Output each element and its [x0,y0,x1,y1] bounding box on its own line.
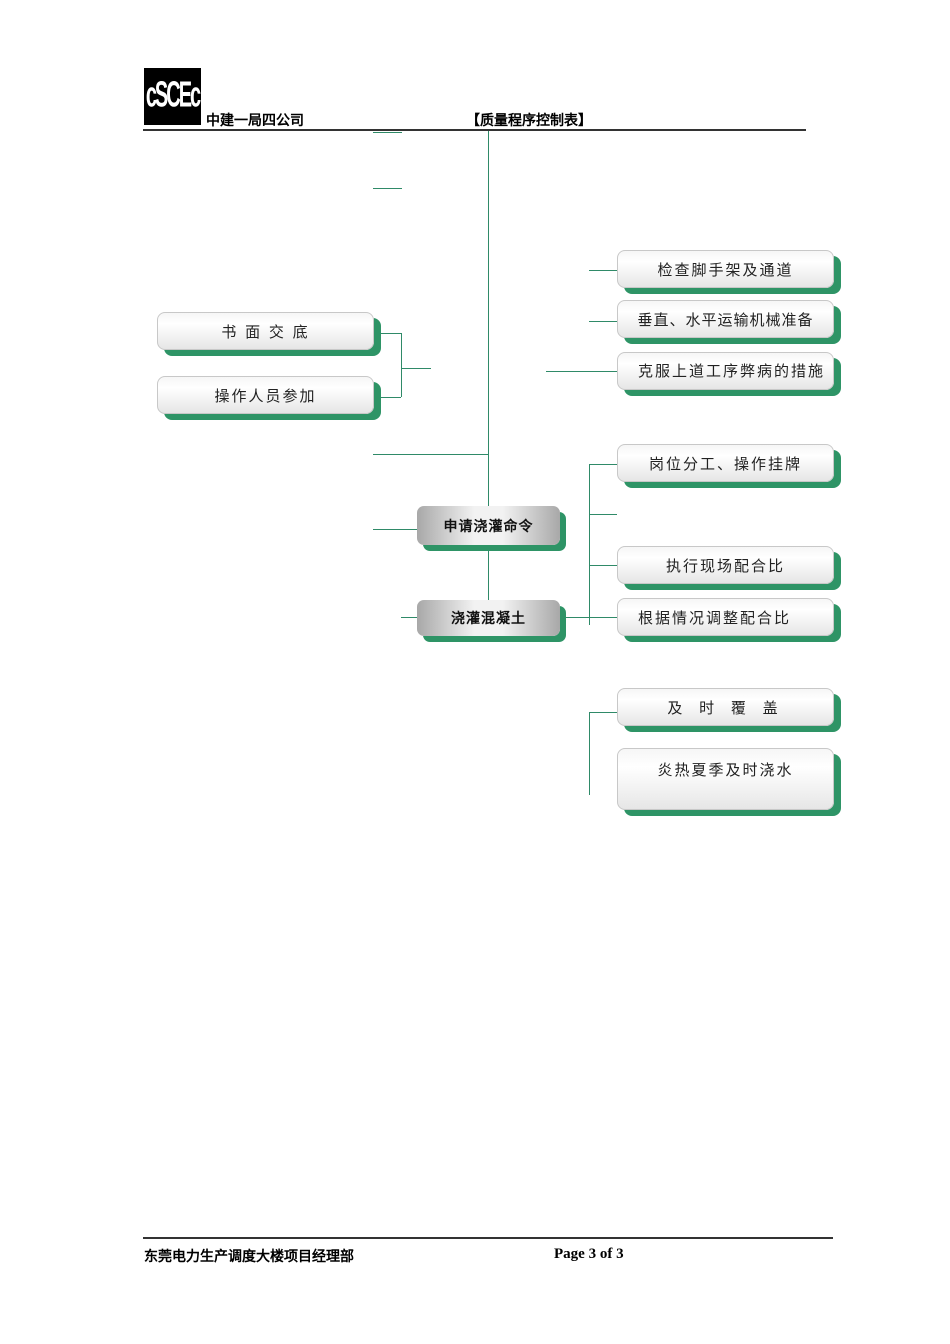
right-box: 检查脚手架及通道 [617,250,834,288]
right-box: 根据情况调整配合比 [617,598,834,636]
pour-concrete-box: 浇灌混凝土 [417,600,560,636]
footer-rule [143,1237,833,1239]
right-box: 垂直、水平运输机械准备 [617,300,834,338]
apply-pour-order-box: 申请浇灌命令 [417,506,560,545]
footer-project: 东莞电力生产调度大楼项目经理部 [144,1249,354,1265]
written-briefing-box: 书 面 交 底 [157,312,374,350]
operator-participation-box: 操作人员参加 [157,376,374,414]
page-title: 【质量程序控制表】 [466,113,592,129]
right-box: 克服上道工序弊病的措施 [617,352,834,390]
right-box: 及 时 覆 盖 [617,688,834,726]
right-box: 炎热夏季及时浇水 [617,748,834,810]
company-name: 中建一局四公司 [206,113,304,129]
right-box: 岗位分工、操作挂牌 [617,444,834,482]
header-rule [143,129,806,131]
cscec-logo: cSCEc [144,68,201,125]
right-box: 执行现场配合比 [617,546,834,584]
footer-page-number: Page 3 of 3 [554,1246,624,1262]
